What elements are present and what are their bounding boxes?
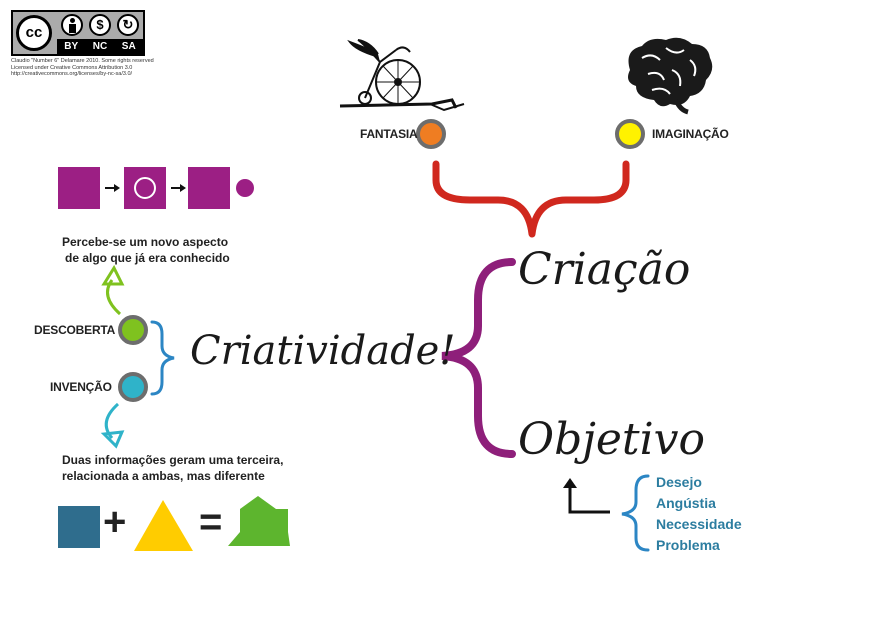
descoberta-note: Percebe-se um novo aspecto de algo que j… (62, 234, 230, 266)
descoberta-label: DESCOBERTA (34, 323, 116, 337)
green-arrowhead (101, 264, 125, 286)
plus-sign: + (103, 500, 127, 544)
descoberta-note-line-1: Percebe-se um novo aspecto (62, 235, 229, 249)
brain-icon (628, 37, 713, 115)
cc-term-sa: SA (121, 41, 136, 52)
objetivo-arrow (568, 486, 610, 514)
invencao-note-line-1: Duas informações geram uma terceira, (62, 453, 284, 467)
arrow-right-2 (171, 184, 186, 192)
objetivo-arrowhead (563, 478, 577, 488)
ring-icon (134, 177, 156, 199)
objetivo-title: Objetivo (518, 414, 706, 465)
teal-arrowhead (100, 430, 125, 449)
invencao-dot (118, 372, 148, 402)
license-text: Claudio "Number 6" Delamare 2010. Some r… (11, 58, 181, 78)
fantasia-label: FANTASIA (360, 127, 418, 141)
descoberta-dot (118, 315, 148, 345)
main-purple-brace (441, 258, 516, 458)
criacao-title: Criação (518, 244, 691, 295)
cc-term-by: BY (64, 41, 79, 52)
invencao-label: INVENÇÃO (50, 380, 112, 394)
objetivo-list: Desejo Angústia Necessidade Problema (656, 472, 742, 556)
by-icon (61, 14, 83, 36)
invencao-note-line-2: relacionada a ambas, mas diferente (62, 469, 265, 483)
green-merged-shape (228, 496, 290, 546)
objetivo-item-angustia: Angústia (656, 495, 716, 511)
imaginacao-label: IMAGINAÇÃO (652, 127, 729, 141)
purple-square-ring (124, 167, 166, 209)
descoberta-note-line-2: de algo que já era conhecido (65, 251, 230, 265)
teal-curved-arrow (104, 402, 120, 439)
cc-term-nc: NC (92, 41, 108, 52)
objetivo-item-problema: Problema (656, 537, 720, 553)
arrow-right-1 (105, 184, 120, 192)
objetivo-item-necessidade: Necessidade (656, 516, 742, 532)
purple-square-1 (58, 167, 100, 209)
top-red-brace (432, 160, 630, 238)
sa-icon: ↻ (117, 14, 139, 36)
objetivo-item-desejo: Desejo (656, 474, 702, 490)
license-line-3: http://creativecommons.org/licenses/by-n… (11, 71, 133, 77)
imaginacao-dot (615, 119, 645, 149)
objetivo-blue-brace (621, 474, 650, 552)
license-line-2: Licensed under Creative Commons Attribut… (11, 64, 133, 71)
fantasia-dot (416, 119, 446, 149)
purple-square-2 (188, 167, 230, 209)
criatividade-title: Criatividade! (190, 328, 456, 374)
left-blue-brace (150, 320, 175, 396)
equals-sign: = (199, 500, 223, 544)
yellow-triangle (134, 500, 193, 551)
license-line-1: Claudio "Number 6" Delamare 2010. Some r… (11, 58, 154, 64)
cc-terms-bar: BY NC SA (57, 39, 143, 54)
cc-license-badge: cc $ ↻ BY NC SA (11, 10, 145, 56)
invencao-note: Duas informações geram uma terceira, rel… (62, 452, 283, 484)
blue-square (58, 506, 100, 548)
purple-dot (236, 179, 254, 197)
nc-icon: $ (89, 14, 111, 36)
winged-bicycle-icon (339, 39, 465, 112)
cc-logo: cc (16, 15, 52, 51)
